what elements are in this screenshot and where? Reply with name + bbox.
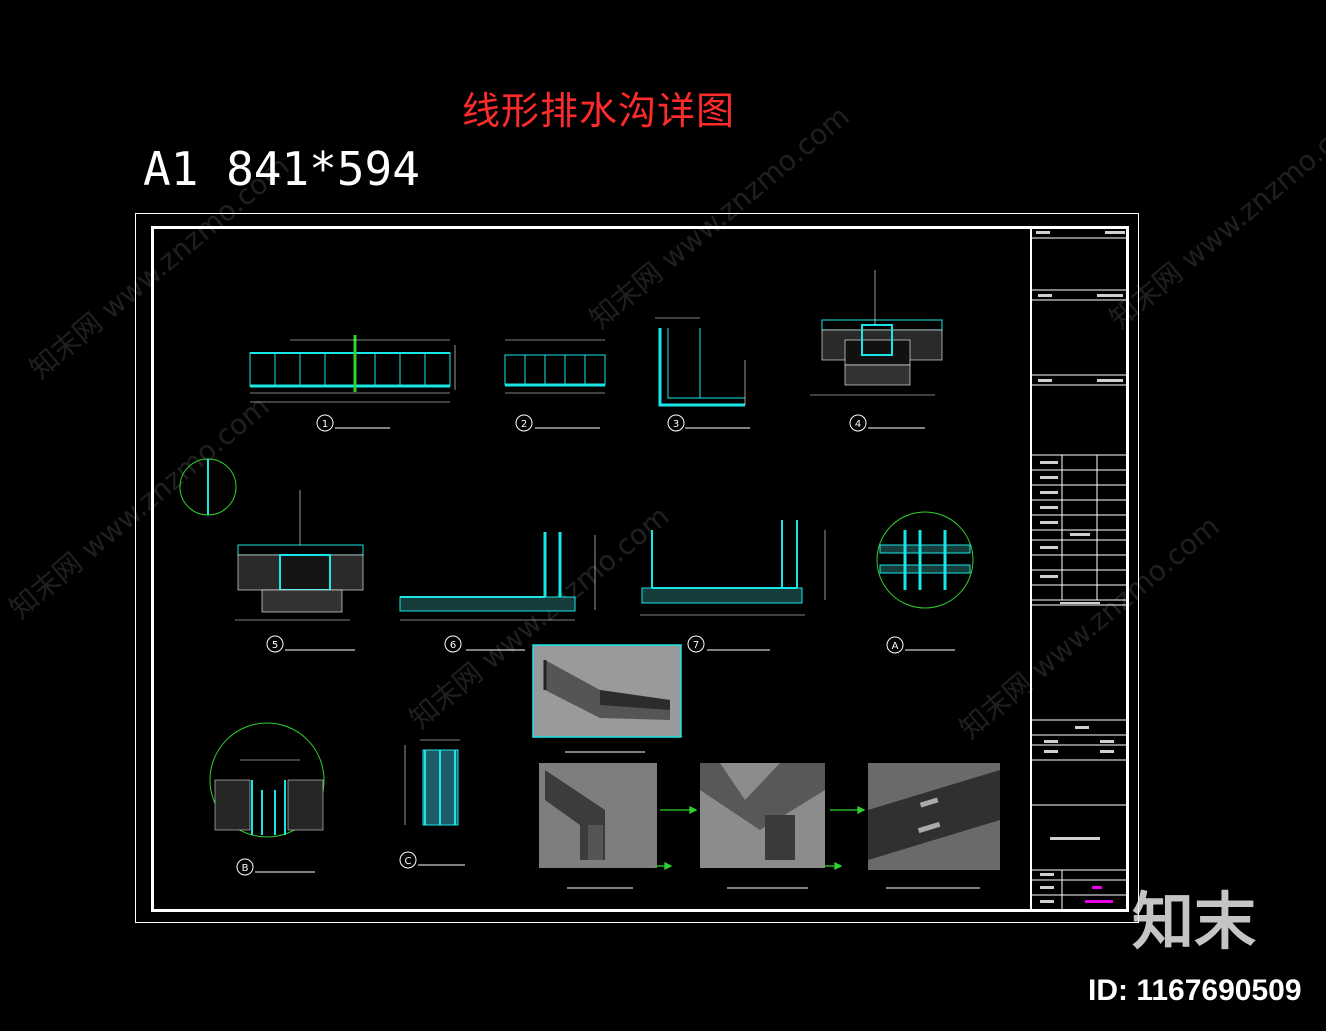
detail-a-enlarged: [876, 511, 974, 609]
inner-sheet-border: [151, 226, 1129, 912]
title-block-rows: [1031, 237, 1129, 912]
title-block-fills: [1036, 231, 1125, 903]
title-block-magenta-mark: [1092, 886, 1102, 889]
detail-marker-c: C: [399, 851, 417, 869]
detail-marker-2: 2: [515, 414, 533, 432]
title-block: [1030, 226, 1129, 912]
detail-b-enlarged: [209, 722, 325, 838]
detail-6-section: [399, 532, 596, 621]
detail-5-section: [179, 458, 364, 621]
detail-marker-3: 3: [667, 414, 685, 432]
svg-text:C: C: [405, 856, 412, 867]
watermark-text: 知末网 www.znzmo.com: [953, 509, 1225, 745]
outer-sheet-border: [135, 213, 1139, 923]
detail-marker-6: 6: [444, 635, 462, 653]
detail-3-section: [655, 317, 746, 407]
detail-marker-7: 7: [687, 635, 705, 653]
sheet-size-label: A1 841*594: [143, 142, 420, 196]
svg-text:1: 1: [322, 419, 328, 430]
detail-4-section: [810, 270, 943, 396]
svg-text:5: 5: [272, 640, 278, 651]
svg-text:6: 6: [450, 640, 456, 651]
svg-text:3: 3: [673, 419, 679, 430]
watermark-text: 知末网 www.znzmo.com: [3, 389, 275, 625]
brand-logo: 知末: [1131, 885, 1256, 958]
svg-text:7: 7: [693, 640, 699, 651]
watermark-text: 知末网 www.znzmo.com: [583, 99, 855, 335]
detail-marker-a: A: [886, 636, 904, 654]
watermark-text: 知末网 www.znzmo.com: [1103, 99, 1326, 335]
detail-1-plan: [249, 335, 456, 403]
detail-7-section: [640, 520, 826, 616]
detail-marker-1: 1: [316, 414, 334, 432]
render-view-3: [868, 763, 1000, 870]
detail-2-plan: [504, 339, 606, 394]
detail-marker-5: 5: [266, 635, 284, 653]
title-block-magenta-bar: [1085, 900, 1113, 903]
svg-text:B: B: [242, 863, 249, 874]
image-id-label: ID: 1167690509: [1088, 974, 1302, 1007]
render-view-2: [700, 763, 825, 868]
drawing-title: 线形排水沟详图: [462, 89, 736, 133]
render-view-1: [539, 763, 657, 868]
svg-text:4: 4: [855, 419, 861, 430]
render-view-main: [532, 644, 682, 738]
svg-text:2: 2: [521, 419, 527, 430]
detail-marker-b: B: [236, 858, 254, 876]
detail-c-section: [404, 739, 460, 826]
svg-text:A: A: [892, 641, 899, 652]
detail-marker-4: 4: [849, 414, 867, 432]
flow-arrows: [655, 805, 866, 871]
watermark-text: 知末网 www.znzmo.com: [23, 149, 295, 385]
caption-underlines: [255, 427, 980, 889]
